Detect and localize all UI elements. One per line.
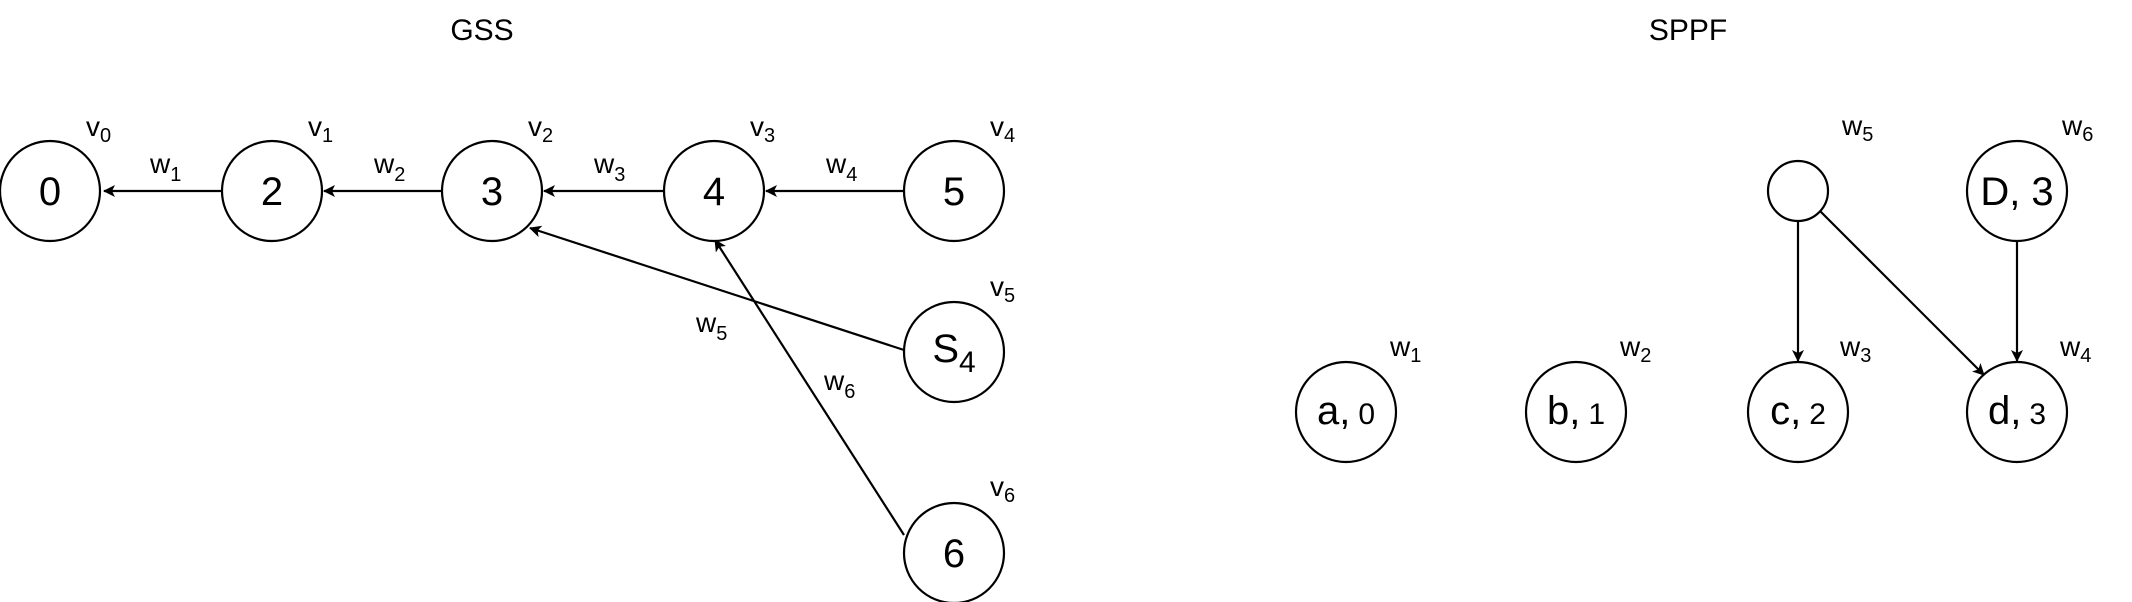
svg-text:4: 4 xyxy=(703,170,725,214)
gss-node-v1: 2 xyxy=(220,139,324,243)
gss-node-v4: 5 xyxy=(902,139,1006,243)
gss-edge-v6-v3 xyxy=(714,239,905,536)
gss-edge-label-w5: w5 xyxy=(695,307,727,345)
gss-tag-v1: v1 xyxy=(308,111,333,147)
sppf-node-w2: b,1 xyxy=(1524,360,1628,464)
sppf-node-w3: c,2 xyxy=(1746,360,1850,464)
gss-tag-v4: v4 xyxy=(990,111,1015,147)
sppf-node-w4: d,3 xyxy=(1965,360,2069,464)
svg-text:a,0: a,0 xyxy=(1317,389,1375,433)
sppf-tag-w3: w3 xyxy=(1839,331,1871,367)
gss-tag-v3: v3 xyxy=(750,111,775,147)
sppf-node-w1: a,0 xyxy=(1294,360,1398,464)
gss-node-v2: 3 xyxy=(440,139,544,243)
gss-edge-v5-v2 xyxy=(529,225,905,352)
gss-node-v3: 4 xyxy=(662,139,766,243)
svg-text:c,2: c,2 xyxy=(1770,389,1826,433)
svg-text:3: 3 xyxy=(481,170,503,214)
svg-text:6: 6 xyxy=(943,532,965,576)
sppf-node-w5 xyxy=(1766,159,1830,223)
gss-node-v6: 6 xyxy=(902,501,1006,602)
gss-tag-v5: v5 xyxy=(990,271,1015,307)
sppf-title: SPPF xyxy=(1649,14,1727,47)
sppf-node-w6: D, 3 xyxy=(1965,139,2069,243)
sppf-tag-w6: w6 xyxy=(2061,110,2093,146)
svg-text:D, 3: D, 3 xyxy=(1980,170,2053,214)
gss-title: GSS xyxy=(450,14,513,47)
sppf-tag-w2: w2 xyxy=(1619,331,1651,367)
sppf-tag-w1: w1 xyxy=(1389,331,1421,367)
svg-text:S4: S4 xyxy=(932,327,975,379)
gss-edge-label-w4: w4 xyxy=(825,148,857,186)
svg-text:d,3: d,3 xyxy=(1988,389,2046,433)
svg-text:5: 5 xyxy=(943,170,965,214)
gss-tag-v2: v2 xyxy=(528,111,553,147)
gss-edge-label-w1: w1 xyxy=(149,148,181,186)
svg-text:2: 2 xyxy=(261,170,283,214)
gss-node-v5: S4 xyxy=(902,300,1006,404)
gss-edge-label-w3: w3 xyxy=(593,148,625,186)
sppf-edge-w5-w4 xyxy=(1818,209,1985,376)
sppf-tag-w5: w5 xyxy=(1841,110,1873,146)
gss-tag-v0: v0 xyxy=(86,111,111,147)
gss-tag-v6: v6 xyxy=(990,471,1015,507)
svg-text:0: 0 xyxy=(39,170,61,214)
gss-edge-label-w6: w6 xyxy=(823,365,855,403)
sppf-tag-w4: w4 xyxy=(2059,331,2091,367)
gss-node-v0: 0 xyxy=(0,139,102,243)
svg-text:b,1: b,1 xyxy=(1547,389,1605,433)
gss-edge-label-w2: w2 xyxy=(373,148,405,186)
